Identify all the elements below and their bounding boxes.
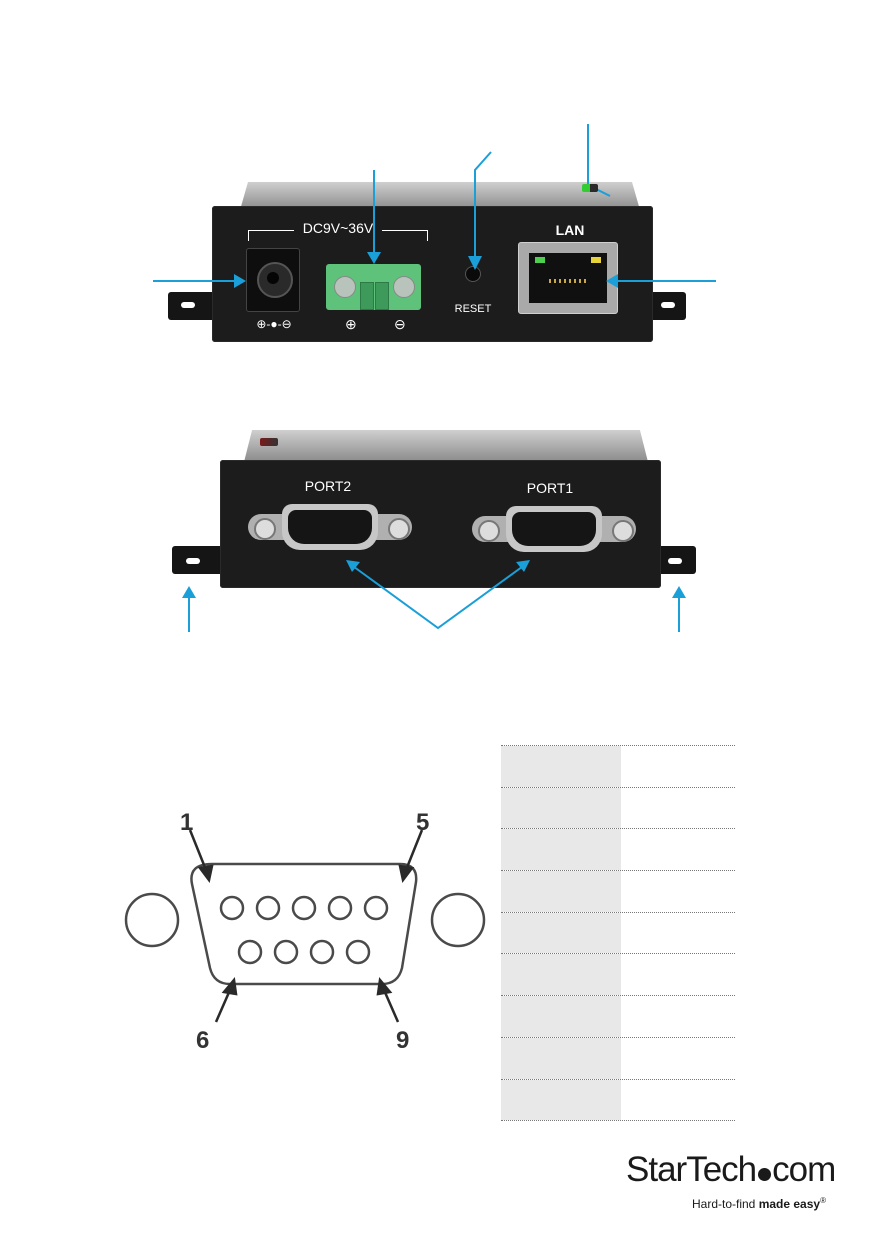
db9-pinout-drawing: 1 5 6 9	[124, 809, 486, 1054]
rj45-ethernet-port	[518, 242, 618, 314]
serial-port-2-db9	[248, 504, 412, 550]
logo-suffix: com	[772, 1150, 836, 1189]
flange-hole	[661, 302, 675, 308]
callout-line-dc-jack	[153, 280, 238, 282]
device-top-surface	[240, 182, 640, 210]
table-row	[501, 745, 735, 788]
callout-arrowhead	[367, 252, 381, 264]
reset-button	[465, 266, 481, 282]
mounting-hole-left	[124, 892, 180, 948]
callout-line-lan	[618, 280, 716, 282]
flange-hole	[181, 302, 195, 308]
rear-panel-device: PORT2 PORT1	[0, 400, 893, 640]
db9-pinout-diagram: 1 5 6 9	[100, 800, 500, 1060]
flange-hole	[186, 558, 200, 564]
reset-label: RESET	[454, 303, 492, 315]
pin-label-9: 9	[396, 1027, 409, 1054]
front-panel-device: DC9V~36V ⊕-●-⊖ ⊕ ⊖ RESET LAN	[0, 0, 893, 360]
voltage-label: DC9V~36V	[294, 220, 382, 236]
table-row	[501, 996, 735, 1038]
dc-power-jack	[246, 248, 300, 312]
port1-label: PORT1	[526, 480, 574, 496]
jack-polarity-symbol: ⊕-●-⊖	[256, 317, 292, 331]
callout-lines-serial-ports	[346, 560, 530, 630]
pin-label-5: 5	[416, 809, 429, 836]
table-row	[501, 1079, 735, 1122]
terminal-minus-symbol: ⊖	[394, 316, 406, 332]
pin-label-6: 6	[196, 1027, 209, 1054]
table-row	[501, 829, 735, 872]
pin-assignment-table	[501, 745, 735, 1122]
logo-tagline: Hard-to-find made easy®	[692, 1196, 826, 1211]
callout-arrowhead	[672, 586, 686, 598]
power-led-indicator	[260, 438, 278, 446]
port2-label: PORT2	[304, 478, 352, 494]
terminal-plus-symbol: ⊕	[345, 316, 357, 332]
logo-dot	[758, 1168, 772, 1181]
table-row	[501, 912, 735, 955]
callout-arrowhead	[234, 274, 246, 288]
callout-line-flange-left	[188, 596, 190, 632]
table-row	[501, 787, 735, 830]
mounting-hole-right	[430, 892, 486, 948]
callout-arrowhead	[606, 274, 618, 288]
flange-hole	[668, 558, 682, 564]
callout-line-reset	[468, 151, 492, 270]
callout-line-flange-right	[678, 596, 680, 632]
table-row	[501, 1037, 735, 1080]
callout-arrowhead	[182, 586, 196, 598]
table-row	[501, 871, 735, 913]
status-led-indicators	[582, 184, 598, 192]
lan-label: LAN	[555, 222, 585, 238]
serial-port-1-db9	[472, 506, 636, 552]
terminal-block-connector	[326, 264, 421, 310]
callout-line-terminal-block	[373, 170, 375, 254]
device-top-surface	[244, 430, 648, 462]
connector-shell	[190, 862, 418, 986]
startech-logo: StarTech com Hard-to-find made easy®	[626, 1150, 856, 1220]
table-row	[501, 954, 735, 997]
pin-label-1: 1	[180, 809, 193, 836]
logo-wordmark: StarTech	[626, 1150, 757, 1189]
